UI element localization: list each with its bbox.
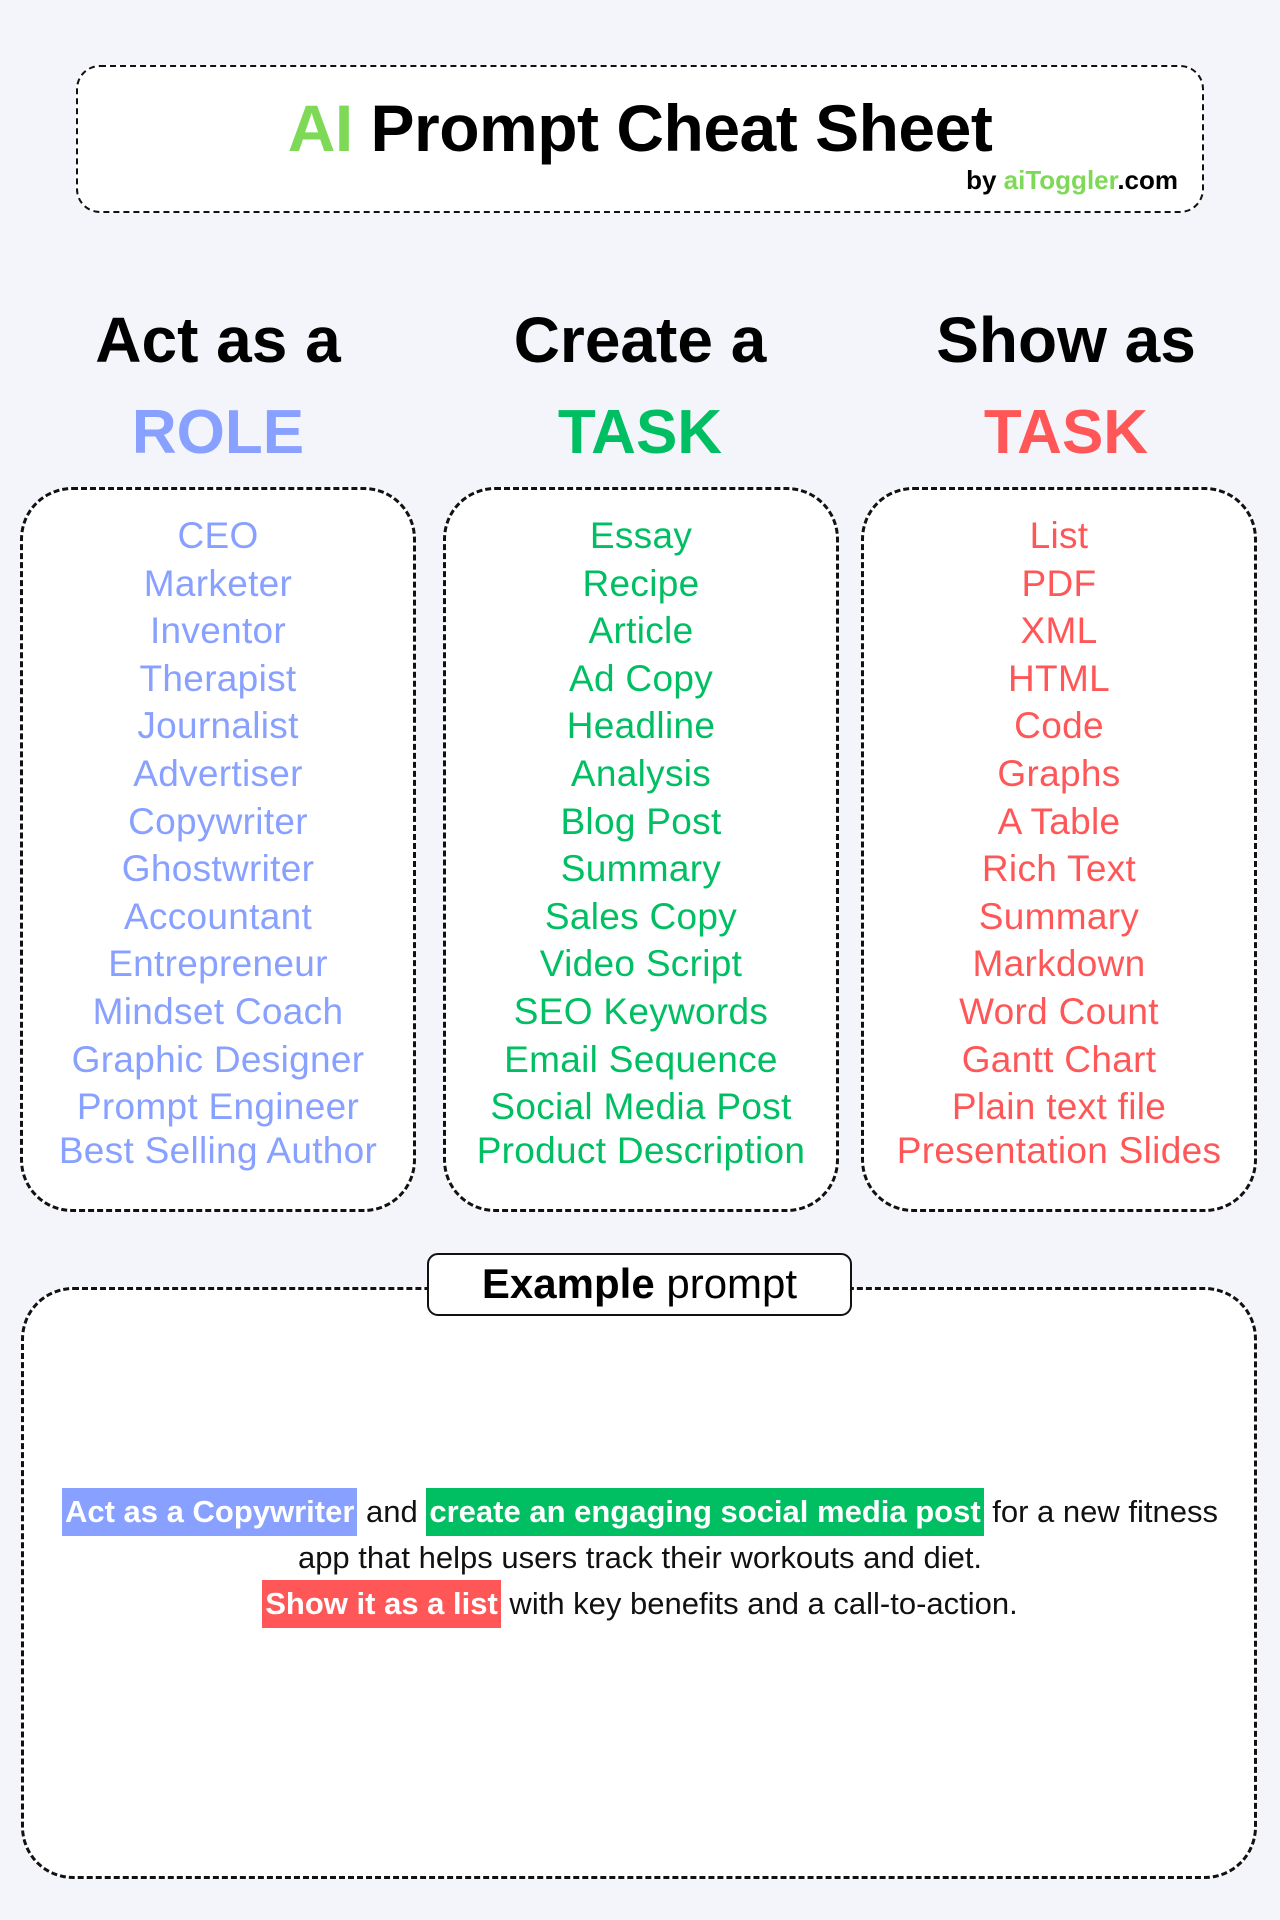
- task-list-card: Essay Recipe Article Ad Copy Headline An…: [443, 487, 839, 1212]
- list-item: Copywriter: [128, 800, 308, 842]
- list-item: SEO Keywords: [513, 990, 769, 1032]
- list-item: Article: [588, 610, 694, 652]
- list-item: Accountant: [123, 895, 313, 937]
- list-item: Email Sequence: [504, 1038, 778, 1080]
- header-card: [76, 65, 1204, 213]
- list-item: Headline: [566, 705, 716, 747]
- example-label-regular: prompt: [654, 1260, 798, 1307]
- list-item: Essay: [589, 515, 693, 556]
- list-item: Therapist: [139, 657, 297, 699]
- page-title: AI Prompt Cheat Sheet: [0, 88, 1280, 168]
- byline: by aiToggler.com: [966, 164, 1178, 196]
- prompt-text: and: [357, 1494, 427, 1529]
- format-list: List PDF XML HTML Code Graphs A Table Ri…: [854, 512, 1264, 1174]
- list-item: Sales Copy: [544, 895, 738, 937]
- column-heading-line: Create a: [513, 304, 767, 376]
- list-item: Advertiser: [133, 752, 303, 794]
- byline-prefix: by: [966, 165, 1004, 195]
- prompt-text: for a new fitness app that helps users t…: [297, 1494, 1218, 1575]
- list-item: CEO: [177, 515, 259, 556]
- list-item: Graphic Designer: [71, 1038, 365, 1080]
- byline-suffix: .com: [1117, 165, 1178, 195]
- column-heading-line: Act as a: [95, 304, 341, 376]
- list-item: Rich Text: [981, 848, 1137, 890]
- title-text: Prompt Cheat Sheet: [370, 91, 993, 165]
- example-prompt-text: Act as a Copywriter and create an engagi…: [40, 1488, 1240, 1628]
- list-item: Journalist: [137, 705, 299, 747]
- role-list: CEO Marketer Inventor Therapist Journali…: [13, 512, 423, 1174]
- format-list-card: List PDF XML HTML Code Graphs A Table Ri…: [861, 487, 1257, 1212]
- list-item: Ghostwriter: [121, 848, 315, 890]
- example-prompt-card: [21, 1287, 1257, 1879]
- example-label-bold: Example: [481, 1260, 655, 1307]
- list-item: Blog Post: [560, 800, 722, 842]
- list-item: Gantt Chart: [961, 1038, 1157, 1080]
- column-keyword: ROLE: [131, 398, 305, 467]
- list-item: Plain text file: [951, 1086, 1167, 1128]
- byline-brand: aiToggler: [1003, 165, 1118, 195]
- list-item: Summary: [560, 848, 722, 890]
- column-keyword: TASK: [557, 398, 723, 467]
- list-item: Prompt Engineer: [76, 1086, 360, 1128]
- list-item: Presentation Slides: [896, 1129, 1222, 1171]
- list-item: Graphs: [997, 752, 1121, 794]
- prompt-text: with key benefits and a call-to-action.: [500, 1586, 1018, 1621]
- list-item: Word Count: [959, 990, 1159, 1032]
- list-item: Inventor: [149, 610, 287, 652]
- list-item: Mindset Coach: [92, 990, 344, 1032]
- list-item: Recipe: [582, 562, 700, 604]
- list-item: XML: [1020, 610, 1098, 652]
- list-item: HTML: [1008, 657, 1110, 699]
- list-item: Markdown: [972, 943, 1146, 985]
- column-heading-line: Show as: [936, 304, 1196, 376]
- list-item: Best Selling Author: [58, 1129, 378, 1171]
- list-item: Marketer: [143, 562, 293, 604]
- list-item: Ad Copy: [568, 657, 713, 699]
- list-item: List: [1029, 515, 1089, 556]
- column-keyword: TASK: [983, 398, 1149, 467]
- title-accent: AI: [287, 91, 354, 165]
- list-item: Analysis: [570, 752, 712, 794]
- list-item: Summary: [978, 895, 1140, 937]
- list-item: PDF: [1021, 562, 1097, 604]
- list-item: Video Script: [539, 943, 743, 985]
- list-item: Social Media Post: [490, 1086, 792, 1128]
- example-prompt-label: Example prompt: [427, 1253, 852, 1316]
- list-item: Product Description: [476, 1129, 806, 1171]
- task-list: Essay Recipe Article Ad Copy Headline An…: [436, 512, 846, 1174]
- list-item: Entrepreneur: [108, 943, 328, 985]
- format-highlight: Show it as a list: [262, 1580, 501, 1628]
- list-item: A Table: [997, 800, 1121, 842]
- list-item: Code: [1014, 705, 1104, 747]
- role-list-card: CEO Marketer Inventor Therapist Journali…: [20, 487, 416, 1212]
- role-highlight: Act as a Copywriter: [61, 1488, 358, 1536]
- task-highlight: create an engaging social media post: [426, 1488, 984, 1536]
